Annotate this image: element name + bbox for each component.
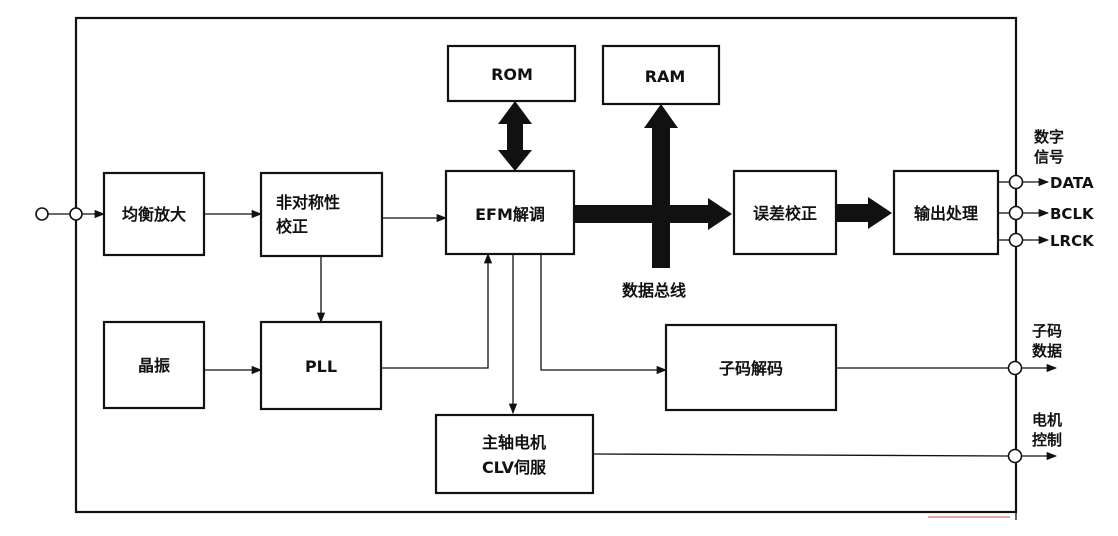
- rom-block: [446, 44, 577, 103]
- data-bus-label: 数据总线: [622, 281, 686, 300]
- input-pin-outer: [35, 207, 49, 221]
- digital-signal-label-line1: 数字: [1034, 128, 1064, 146]
- error-correction-label: 误差校正: [753, 204, 817, 223]
- rom-label: ROM: [491, 65, 533, 84]
- digital-signal-label-line2: 信号: [1034, 148, 1064, 166]
- asymmetry-label-line1: 非对称性: [276, 193, 340, 212]
- efm-label: EFM解调: [475, 205, 545, 224]
- pll-block: [259, 320, 383, 411]
- subcode-decoder-block: [664, 323, 838, 412]
- data-bus-to-ram-arrow: [644, 104, 678, 268]
- equalizer-label: 均衡放大: [122, 205, 186, 224]
- lrck-output-label: LRCK: [1050, 232, 1095, 250]
- ram-label: RAM: [645, 67, 686, 86]
- subcode-decoder-label: 子码解码: [719, 359, 783, 378]
- output-processing-block: [892, 169, 1000, 256]
- error-correction-block: [732, 169, 838, 256]
- motor-control-label-line2: 控制: [1032, 431, 1062, 449]
- efm-demodulation-block: [444, 169, 576, 256]
- pll-label: PLL: [305, 357, 337, 376]
- spindle-label-line1: 主轴电机: [482, 433, 546, 452]
- pll-to-efm-arrow: [381, 252, 493, 369]
- chip-frame: [74, 16, 1018, 514]
- output-processing-label: 输出处理: [914, 204, 978, 223]
- motor-control-label-line1: 电机: [1032, 411, 1062, 429]
- motor-control-pin: [1007, 448, 1023, 464]
- error-to-output-bus-arrow: [836, 197, 892, 229]
- input-pin: [69, 207, 83, 221]
- spindle-servo-block: [434, 413, 595, 495]
- lrck-pin: [1008, 232, 1024, 248]
- data-pin: [1008, 174, 1024, 190]
- subcode-data-label-line2: 数据: [1032, 342, 1062, 360]
- crystal-block: [102, 320, 206, 410]
- efm-to-subcode-arrow: [540, 254, 668, 375]
- data-output-label: DATA: [1050, 174, 1094, 192]
- spindle-to-pin-line: [592, 453, 1009, 457]
- asymmetry-label-line2: 校正: [276, 217, 308, 236]
- subcode-data-pin: [1007, 360, 1023, 376]
- ram-block: [601, 44, 721, 106]
- rom-efm-bus-arrow: [498, 101, 532, 171]
- bclk-output-label: BCLK: [1050, 205, 1095, 223]
- spindle-label-line2: CLV伺服: [482, 458, 547, 477]
- bclk-pin: [1008, 205, 1024, 221]
- asymmetry-correction-block: [259, 171, 384, 258]
- subcode-data-label-line1: 子码: [1032, 322, 1062, 340]
- equalizer-block: [102, 171, 206, 257]
- crystal-label: 晶振: [138, 356, 170, 375]
